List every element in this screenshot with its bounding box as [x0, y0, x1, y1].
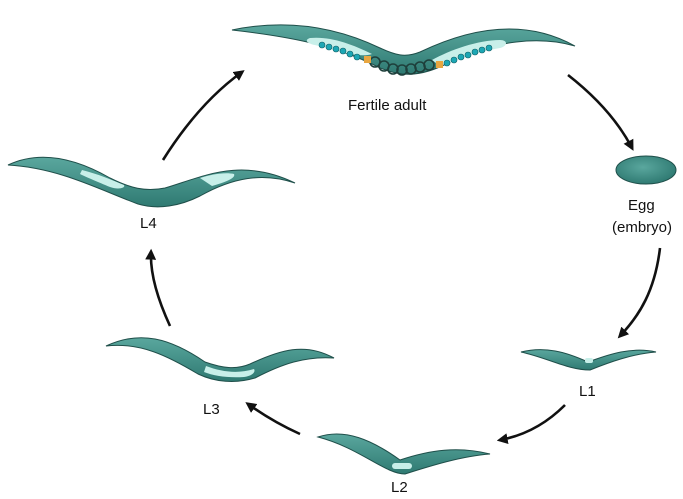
label-l3: L3: [203, 400, 220, 419]
label-l4: L4: [140, 214, 157, 233]
fertile-adult-worm: [232, 25, 575, 75]
arrow-egg-to-l1: [620, 248, 660, 336]
l3-larva-worm: [106, 338, 334, 382]
arrow-adult-to-egg: [568, 75, 632, 148]
label-embryo: (embryo): [612, 218, 672, 237]
label-l1: L1: [579, 382, 596, 401]
label-fertile-adult: Fertile adult: [348, 96, 426, 115]
egg-embryo-shape: [616, 156, 676, 184]
arrow-l3-to-l4: [151, 252, 170, 326]
label-egg: Egg: [628, 196, 655, 215]
label-l2: L2: [391, 478, 408, 497]
arrow-l1-to-l2: [500, 405, 565, 440]
l4-larva-worm: [8, 157, 295, 207]
adult-spermatheca-posterior: [436, 61, 443, 68]
adult-body: [232, 25, 575, 74]
l1-larva-worm: [521, 350, 656, 370]
arrow-l4-to-adult: [163, 72, 242, 160]
adult-spermatheca-anterior: [364, 56, 371, 63]
l2-larva-worm: [318, 434, 490, 474]
arrow-l2-to-l3: [248, 404, 300, 434]
